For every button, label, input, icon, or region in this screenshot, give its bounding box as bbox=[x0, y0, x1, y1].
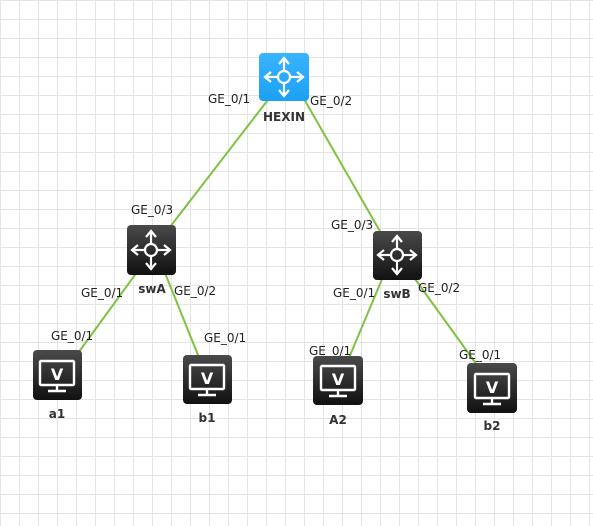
port-label-a2-ge01: GE_0/1 bbox=[309, 344, 351, 358]
link-swa-b1[interactable] bbox=[162, 267, 201, 361]
port-label-hexin-ge01: GE_0/1 bbox=[208, 92, 250, 106]
node-label-a1: a1 bbox=[49, 407, 65, 421]
node-label-swb: swB bbox=[383, 287, 410, 301]
node-label-hexin: HEXIN bbox=[263, 110, 305, 124]
pc-icon bbox=[467, 363, 517, 413]
link-swa-a1[interactable] bbox=[72, 267, 141, 361]
link-hexin-swa[interactable] bbox=[162, 91, 275, 237]
port-label-swb-ge03: GE_0/3 bbox=[331, 218, 373, 232]
port-label-a1-ge01: GE_0/1 bbox=[51, 329, 93, 343]
port-label-b1-ge01: GE_0/1 bbox=[204, 331, 246, 345]
link-swb-a2[interactable] bbox=[345, 271, 386, 366]
port-labels: GE_0/1 GE_0/2 GE_0/3 GE_0/3 GE_0/1 GE_0/… bbox=[51, 92, 501, 362]
port-label-hexin-ge02: GE_0/2 bbox=[310, 94, 352, 108]
links-layer bbox=[72, 91, 483, 373]
port-label-swb-ge01: GE_0/1 bbox=[333, 286, 375, 300]
port-label-swa-ge03: GE_0/3 bbox=[131, 203, 173, 217]
node-swb[interactable]: swB bbox=[373, 231, 422, 301]
switch-icon bbox=[373, 231, 422, 280]
node-a2[interactable]: A2 bbox=[313, 356, 363, 427]
link-hexin-swb[interactable] bbox=[299, 91, 386, 241]
port-label-swb-ge02: GE_0/2 bbox=[418, 281, 460, 295]
node-label-swa: swA bbox=[138, 282, 166, 296]
node-b1[interactable]: b1 bbox=[183, 355, 232, 425]
node-a1[interactable]: a1 bbox=[33, 350, 82, 421]
node-b2[interactable]: b2 bbox=[467, 363, 517, 433]
pc-icon bbox=[313, 356, 363, 405]
pc-icon bbox=[33, 350, 82, 400]
node-label-b1: b1 bbox=[199, 411, 216, 425]
router-icon bbox=[259, 53, 309, 101]
node-label-b2: b2 bbox=[484, 419, 501, 433]
node-label-a2: A2 bbox=[329, 413, 347, 427]
port-label-b2-ge01: GE_0/1 bbox=[459, 348, 501, 362]
node-hexin[interactable]: HEXIN bbox=[259, 53, 309, 124]
pc-icon bbox=[183, 355, 232, 404]
port-label-swa-ge01: GE_0/1 bbox=[81, 286, 123, 300]
port-label-swa-ge02: GE_0/2 bbox=[174, 284, 216, 298]
node-swa[interactable]: swA bbox=[127, 225, 176, 296]
switch-icon bbox=[127, 225, 176, 275]
link-swb-b2[interactable] bbox=[409, 271, 483, 373]
